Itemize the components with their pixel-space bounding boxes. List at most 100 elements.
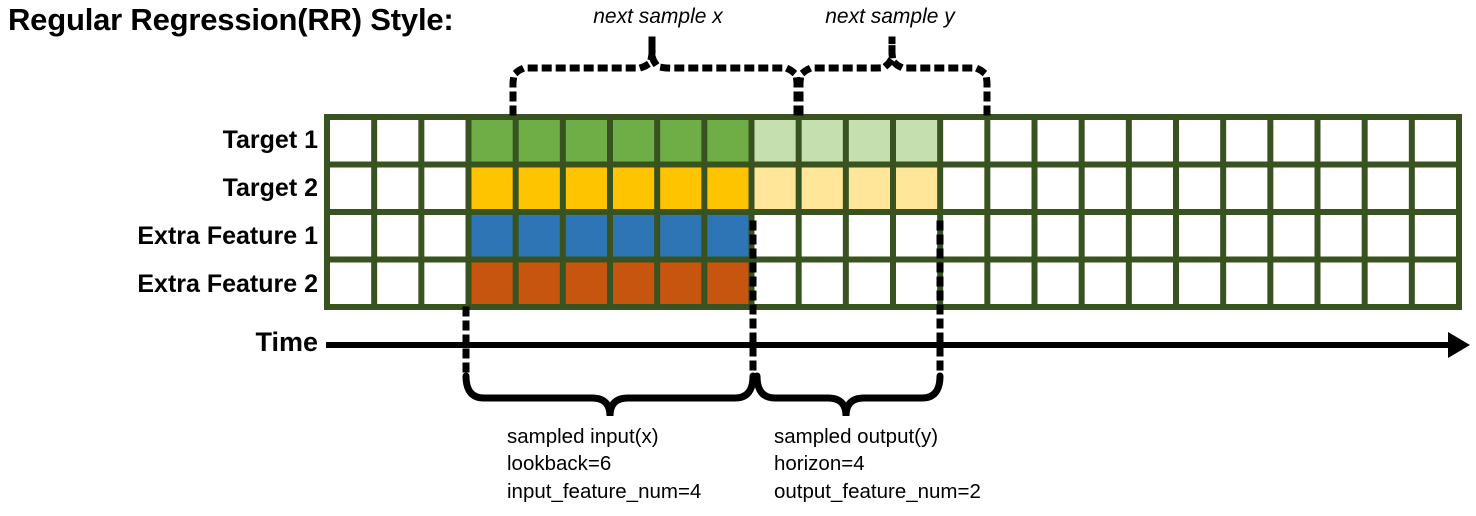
grid-cell	[1367, 262, 1409, 304]
grid-cell	[1226, 215, 1268, 257]
grid-cell	[1084, 215, 1126, 257]
dotted-brace-next-sample-x	[509, 36, 801, 116]
grid-cell	[990, 262, 1032, 304]
grid-cell	[943, 120, 985, 162]
annotation-sampled-input: sampled input(x) lookback=6 input_featur…	[507, 423, 701, 505]
grid-cell	[1037, 262, 1079, 304]
grid-cell	[801, 120, 843, 162]
sampled-output-line-3: output_feature_num=2	[774, 479, 981, 503]
grid-cell	[990, 120, 1032, 162]
grid-cell	[990, 215, 1032, 257]
grid-cell	[613, 262, 655, 304]
grid-cell	[1131, 120, 1173, 162]
grid-cell	[1367, 120, 1409, 162]
grid-cell	[1226, 120, 1268, 162]
curly-brace-sampled-output	[753, 372, 944, 417]
grid-cell	[424, 215, 466, 257]
timeseries-grid	[324, 114, 1462, 310]
grid-cell	[613, 215, 655, 257]
grid-cell	[1273, 262, 1315, 304]
grid-cell	[330, 262, 372, 304]
grid-cell	[424, 120, 466, 162]
grid-cell	[848, 167, 890, 209]
row-label-target-2: Target 2	[222, 174, 318, 202]
grid-cell	[896, 120, 938, 162]
grid-svg	[324, 114, 1462, 310]
grid-cell	[896, 262, 938, 304]
grid-cell	[1037, 120, 1079, 162]
grid-cell	[1414, 262, 1456, 304]
grid-cell	[801, 167, 843, 209]
grid-cell	[330, 120, 372, 162]
sampled-output-line-1: sampled output(y)	[774, 425, 939, 448]
grid-cell	[518, 262, 560, 304]
grid-border	[324, 114, 1462, 310]
dotted-brace-next-sample-y	[796, 36, 991, 116]
grid-cell	[707, 215, 749, 257]
grid-cell	[1226, 262, 1268, 304]
grid-cell	[518, 167, 560, 209]
grid-cell	[1414, 120, 1456, 162]
grid-cell	[471, 167, 513, 209]
grid-cell	[377, 120, 419, 162]
grid-cell	[1131, 215, 1173, 257]
grid-cell	[1414, 167, 1456, 209]
grid-cell	[660, 120, 702, 162]
grid-cell	[1320, 262, 1362, 304]
grid-cell	[660, 215, 702, 257]
grid-cell	[896, 167, 938, 209]
grid-cell	[943, 262, 985, 304]
sampled-output-line-2: horizon=4	[774, 452, 865, 476]
grid-cell	[943, 167, 985, 209]
grid-cell	[660, 167, 702, 209]
grid-cell	[471, 215, 513, 257]
grid-cell	[896, 215, 938, 257]
curly-brace-sampled-input	[462, 372, 757, 417]
grid-cell	[754, 262, 796, 304]
grid-cell	[1320, 167, 1362, 209]
grid-cell	[848, 215, 890, 257]
grid-cell	[754, 167, 796, 209]
grid-cell	[565, 215, 607, 257]
grid-cell	[518, 120, 560, 162]
grid-cell	[1037, 215, 1079, 257]
annotation-sampled-output: sampled output(y) horizon=4 output_featu…	[774, 423, 981, 505]
grid-cell	[1179, 215, 1221, 257]
row-label-extra-feature-2: Extra Feature 2	[137, 270, 318, 298]
grid-cell	[330, 215, 372, 257]
grid-cell	[565, 120, 607, 162]
grid-cell	[1179, 120, 1221, 162]
grid-cell	[1414, 215, 1456, 257]
grid-cell	[565, 262, 607, 304]
grid-cell	[565, 167, 607, 209]
row-label-target-1: Target 1	[222, 126, 318, 154]
grid-cell	[377, 215, 419, 257]
grid-cell	[848, 262, 890, 304]
time-axis-label: Time	[255, 327, 318, 357]
row-label-extra-feature-1: Extra Feature 1	[137, 222, 318, 250]
grid-cell	[1367, 167, 1409, 209]
grid-cell	[801, 262, 843, 304]
grid-cell	[1226, 167, 1268, 209]
grid-cell	[1273, 215, 1315, 257]
grid-cell	[1131, 167, 1173, 209]
grid-cell	[377, 167, 419, 209]
grid-cell	[848, 120, 890, 162]
grid-cell	[1367, 215, 1409, 257]
grid-cell	[754, 120, 796, 162]
grid-cell	[660, 262, 702, 304]
grid-cell	[707, 120, 749, 162]
grid-cell	[707, 262, 749, 304]
grid-cell	[471, 120, 513, 162]
grid-cell	[1084, 262, 1126, 304]
grid-cell	[1084, 167, 1126, 209]
grid-cell	[424, 167, 466, 209]
grid-cell	[1131, 262, 1173, 304]
page-title: Regular Regression(RR) Style:	[8, 2, 454, 37]
grid-cell	[943, 215, 985, 257]
grid-cell	[1273, 167, 1315, 209]
grid-cell	[1084, 120, 1126, 162]
grid-cell	[1179, 262, 1221, 304]
grid-cell	[471, 262, 513, 304]
sampled-input-line-2: lookback=6	[507, 452, 612, 476]
